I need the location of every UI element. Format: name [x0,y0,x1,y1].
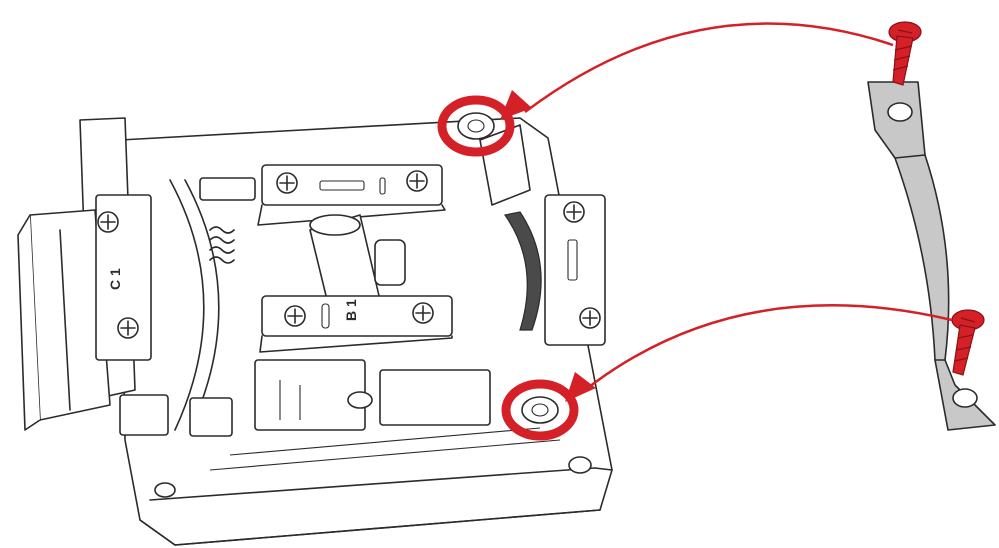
top-insertion-arrow [524,22,894,113]
bracket-bottom-hole [952,388,978,408]
top-target-ring [437,95,515,157]
screw [888,21,922,86]
bottom-insertion-arrow [584,304,953,391]
module-b-label: B 1 [343,299,359,321]
top-arrowhead [500,90,532,120]
housing: C 1 B 1 [17,112,613,546]
bottom-target-ring [501,379,579,441]
bottom-arrowhead [565,372,596,402]
bracket-top-hole [887,102,913,122]
bracket [867,81,996,431]
screw [951,309,985,376]
top-mounting-hole [457,112,495,140]
bottom-mounting-hole [521,396,559,424]
module-c-label: C 1 [107,268,123,290]
